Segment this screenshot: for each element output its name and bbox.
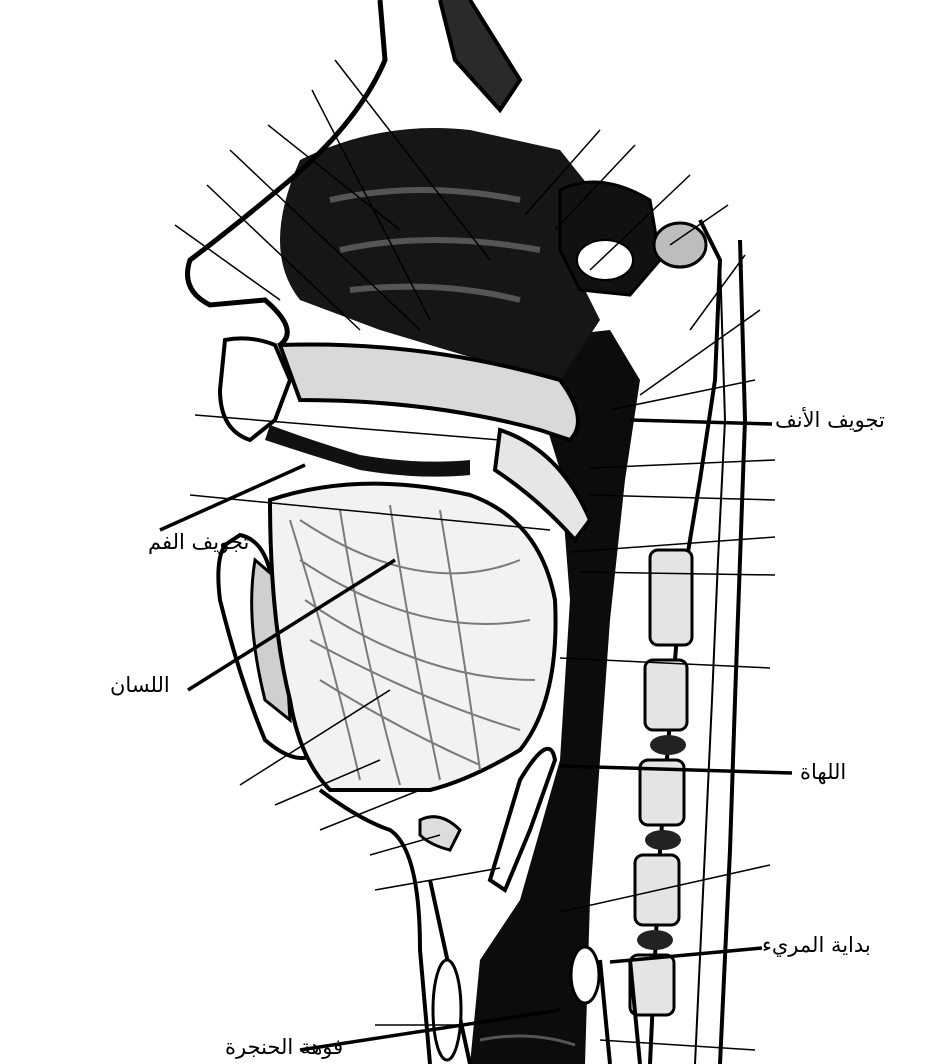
leader-line bbox=[320, 790, 420, 830]
disc bbox=[645, 830, 681, 850]
leader-esophagus bbox=[610, 948, 762, 962]
tongue-body bbox=[270, 484, 556, 790]
leader-line bbox=[375, 868, 500, 890]
spinal-cord-channel bbox=[695, 260, 725, 1064]
nasal-bone bbox=[440, 0, 520, 110]
disc bbox=[650, 735, 686, 755]
label-nasal-cavity: تجويف الأنف bbox=[775, 410, 885, 431]
label-tongue: اللسان bbox=[110, 675, 170, 696]
vertebra bbox=[645, 660, 687, 730]
leader-line bbox=[600, 1040, 755, 1050]
arytenoid bbox=[571, 947, 599, 1003]
label-esophagus-start: بداية المريء bbox=[762, 935, 871, 956]
label-larynx-opening: فوهة الحنجرة bbox=[225, 1037, 343, 1058]
disc bbox=[637, 930, 673, 950]
vertebra bbox=[650, 550, 692, 645]
thyroid-cartilage bbox=[433, 960, 461, 1060]
label-uvula: اللهاة bbox=[800, 762, 846, 783]
upper-lip bbox=[220, 338, 290, 440]
leader-nasal-cavity bbox=[630, 420, 772, 424]
pituitary-bulb bbox=[654, 223, 706, 267]
hyoid-bone bbox=[420, 817, 460, 850]
vertebra bbox=[630, 955, 674, 1015]
sinus-inner bbox=[577, 240, 633, 280]
label-oral-cavity: تجويف الفم bbox=[148, 532, 249, 553]
nasal-cavity-dark-region bbox=[280, 128, 600, 380]
